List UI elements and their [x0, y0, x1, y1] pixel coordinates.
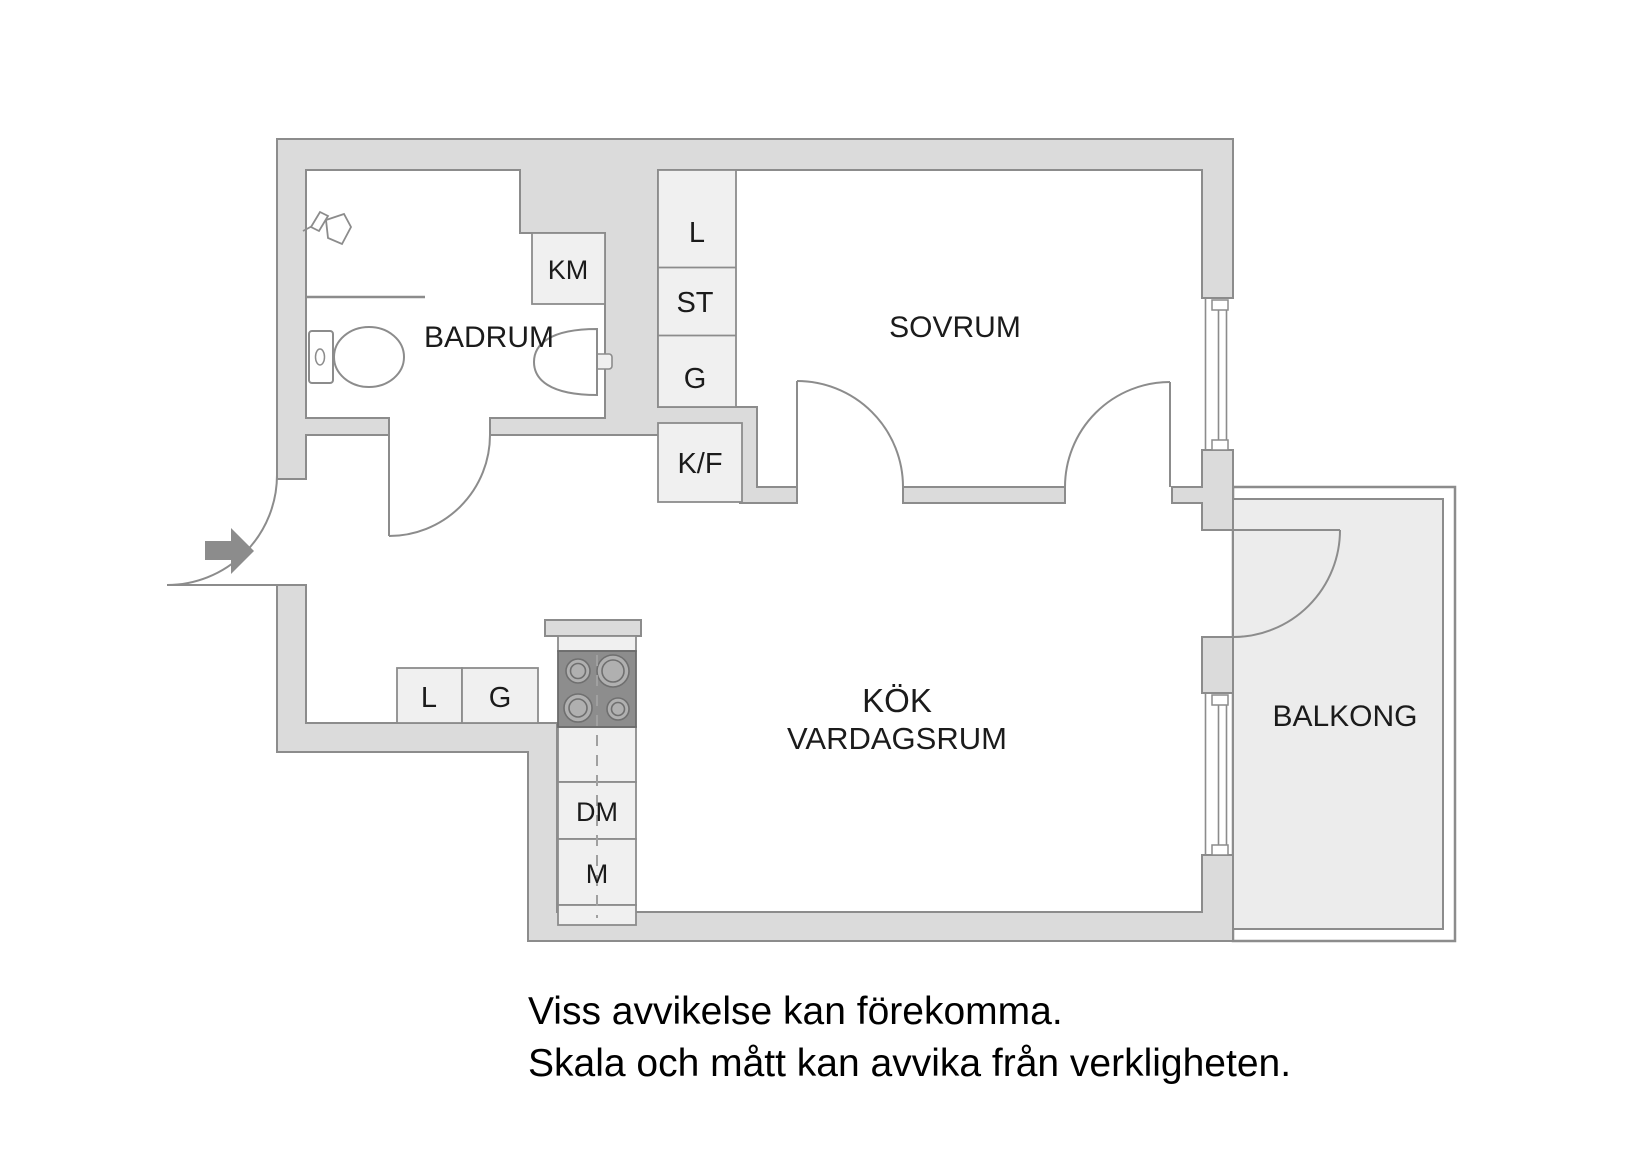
closet-g-label: G [684, 363, 707, 395]
m-label: M [586, 859, 609, 889]
dm-label: DM [576, 797, 618, 827]
balkong-label: BALKONG [1272, 700, 1417, 733]
washing-machine-box [531, 232, 606, 305]
windows [1204, 298, 1229, 856]
window-icon [1204, 298, 1229, 451]
disclaimer-line-2: Skala och mått kan avvika från verklighe… [528, 1042, 1291, 1085]
towel-hook-icon [302, 210, 353, 246]
wall-sovrum-middle [902, 486, 1066, 504]
door-swing-icon [796, 380, 904, 488]
labels: BADRUM SOVRUM KÖK VARDAGSRUM BALKONG KM … [421, 217, 1418, 889]
sovrum-label: SOVRUM [889, 311, 1021, 344]
badrum-label: BADRUM [424, 321, 554, 354]
wall-lower [276, 584, 1234, 942]
km-label: KM [548, 255, 589, 285]
door-swing-icon [1232, 529, 1341, 638]
fridge-freezer-box [657, 422, 743, 503]
hall-closet-g [461, 667, 539, 724]
counter-cap-top [557, 635, 637, 652]
wall-main-upper [276, 138, 1234, 504]
door-swing-icon [1064, 381, 1171, 488]
furniture [396, 169, 743, 926]
hall-l-label: L [421, 682, 437, 714]
sink-icon [532, 327, 613, 397]
wall-right-low [1201, 636, 1234, 694]
bathroom-fixtures [302, 210, 613, 397]
disclaimer: Viss avvikelse kan förekomma. Skala och … [528, 990, 1291, 1085]
kf-label: K/F [677, 448, 722, 480]
door-swing-icon [166, 474, 278, 586]
entry-arrow-icon [205, 528, 254, 574]
balcony [1231, 485, 1457, 943]
kok-label: KÖK [862, 682, 932, 719]
vardagsrum-label: VARDAGSRUM [787, 721, 1007, 756]
balcony-floor [1232, 498, 1444, 930]
closet-l-label: L [689, 217, 705, 249]
wall-right-mid [1171, 449, 1234, 531]
door-swing-icon [388, 434, 491, 537]
window-icon [1204, 693, 1229, 856]
m-appliance-box [557, 838, 637, 906]
disclaimer-line-1: Viss avvikelse kan förekomma. [528, 990, 1063, 1033]
toilet-icon [308, 326, 405, 388]
stove-burners-icon [563, 654, 630, 723]
stove [557, 650, 637, 918]
closet-st-label: ST [676, 287, 713, 319]
hall-g-label: G [489, 682, 512, 714]
wall-counter-header [544, 619, 642, 637]
walls [276, 138, 1234, 942]
closet-column [657, 169, 737, 408]
